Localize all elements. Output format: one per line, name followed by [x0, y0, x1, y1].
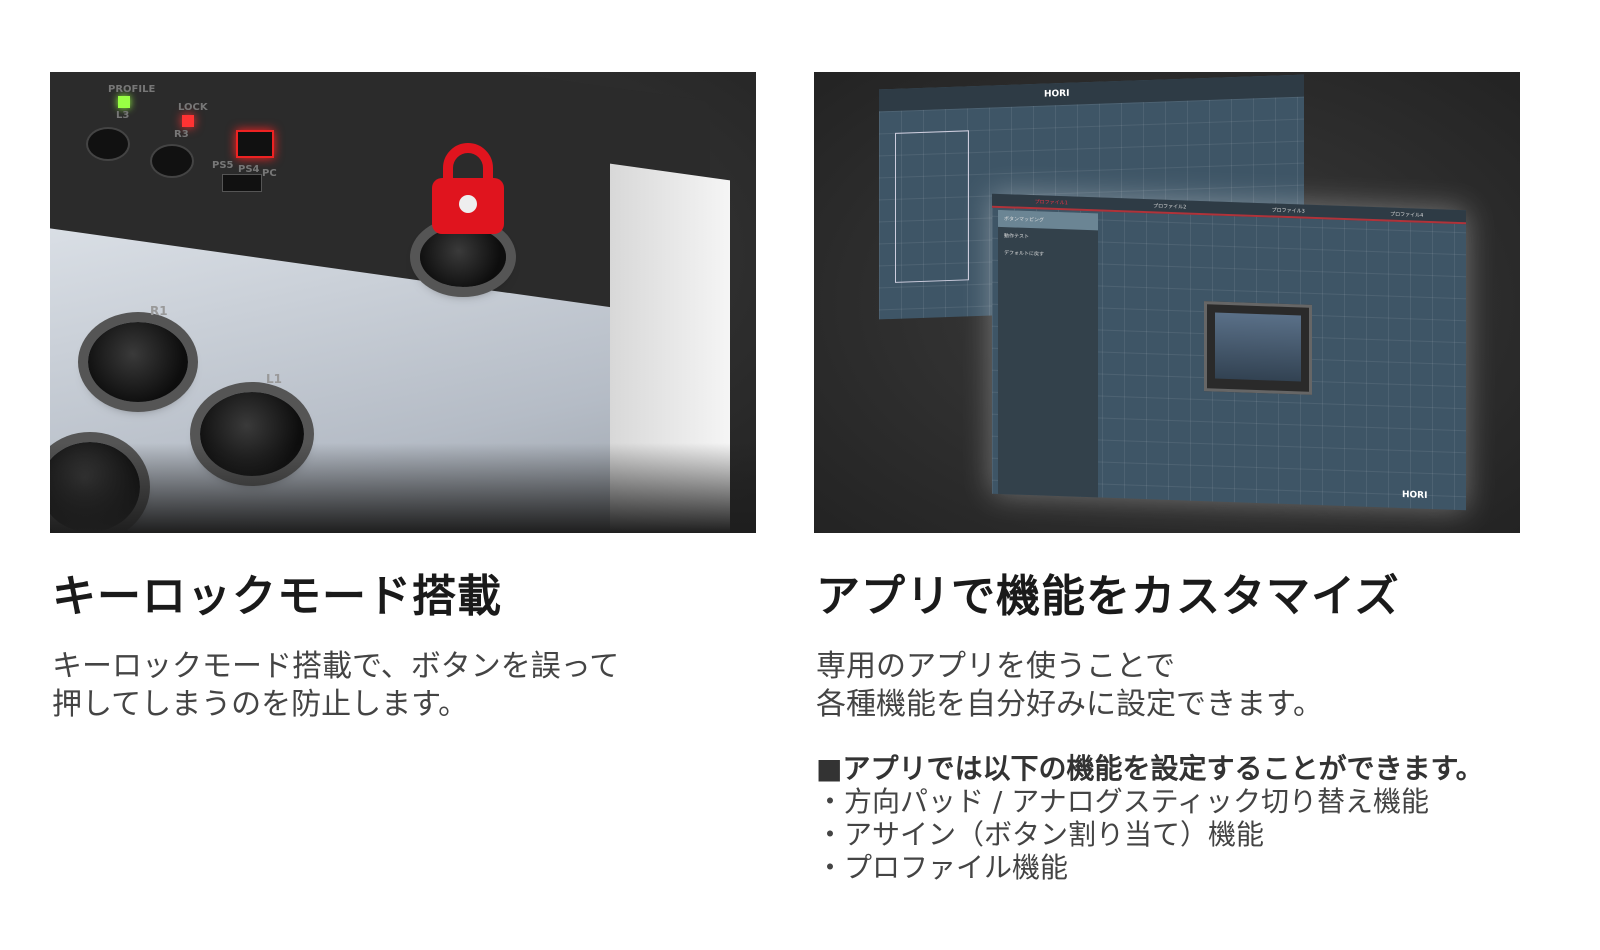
hori-logo-bottom: HORI: [1402, 490, 1428, 501]
menu-reset-default: デフォルトに戻す: [1004, 250, 1045, 258]
feature-item: ・方向パッド / アナログスティック切り替え機能: [816, 785, 1429, 818]
app-screenshot-photo: HORI プロファイル1 プロファイル2 プロファイル3 プロファイル4 ボタン…: [814, 72, 1520, 533]
key-lock-description: キーロックモード搭載で、ボタンを誤って 押してしまうのを防止します。: [52, 648, 619, 724]
key-lock-heading: キーロックモード搭載: [52, 571, 502, 622]
ps5-label: PS5: [212, 160, 234, 171]
feature-item: ・アサイン（ボタン割り当て）機能: [816, 818, 1265, 851]
lock-switch: [236, 130, 274, 158]
r3-button: [150, 144, 194, 178]
key-lock-photo: PROFILE L3 LOCK R3 PS5 PS4 PC R1 L1: [50, 72, 756, 533]
description-line: 押してしまうのを防止します。: [52, 687, 469, 722]
profile-led: [118, 96, 130, 108]
r1-label: R1: [150, 304, 168, 318]
r1-button: [88, 322, 188, 402]
hori-logo: HORI: [1044, 88, 1070, 100]
profile-label: PROFILE: [108, 84, 156, 95]
feature-item: ・プロファイル機能: [816, 851, 1069, 884]
feature-list-lead: ■アプリでは以下の機能を設定することができます。: [816, 752, 1484, 785]
app-customize-heading: アプリで機能をカスタマイズ: [816, 571, 1400, 622]
l3-button: [86, 127, 130, 161]
lock-icon: [432, 143, 504, 234]
l1-label: L1: [266, 372, 282, 386]
ps4-label: PS4: [238, 164, 260, 175]
feature-list: ■アプリでは以下の機能を設定することができます。 ・方向パッド / アナログステ…: [816, 752, 1484, 884]
lock-led: [182, 115, 194, 127]
description-line: キーロックモード搭載で、ボタンを誤って: [52, 649, 620, 684]
app-screen-front: プロファイル1 プロファイル2 プロファイル3 プロファイル4 ボタンマッピング…: [992, 193, 1466, 511]
photo-fade: [50, 443, 756, 533]
r3-label: R3: [174, 129, 189, 140]
l3-label: L3: [116, 110, 130, 121]
pc-label: PC: [262, 168, 277, 179]
tab-profile-4: プロファイル4: [1390, 211, 1424, 219]
app-customize-description: 専用のアプリを使うことで 各種機能を自分好みに設定できます。: [816, 648, 1323, 724]
platform-switch: [222, 174, 262, 192]
description-line: 各種機能を自分好みに設定できます。: [816, 687, 1323, 722]
description-line: 専用のアプリを使うことで: [816, 649, 1176, 684]
lock-label: LOCK: [178, 102, 208, 113]
start-dialog: [895, 130, 969, 283]
tab-profile-3: プロファイル3: [1271, 207, 1305, 215]
touchpad-button: [420, 227, 506, 287]
controller-preview: [1204, 301, 1312, 395]
app-sidebar: ボタンマッピング 動作テスト デフォルトに戻す: [998, 209, 1098, 498]
